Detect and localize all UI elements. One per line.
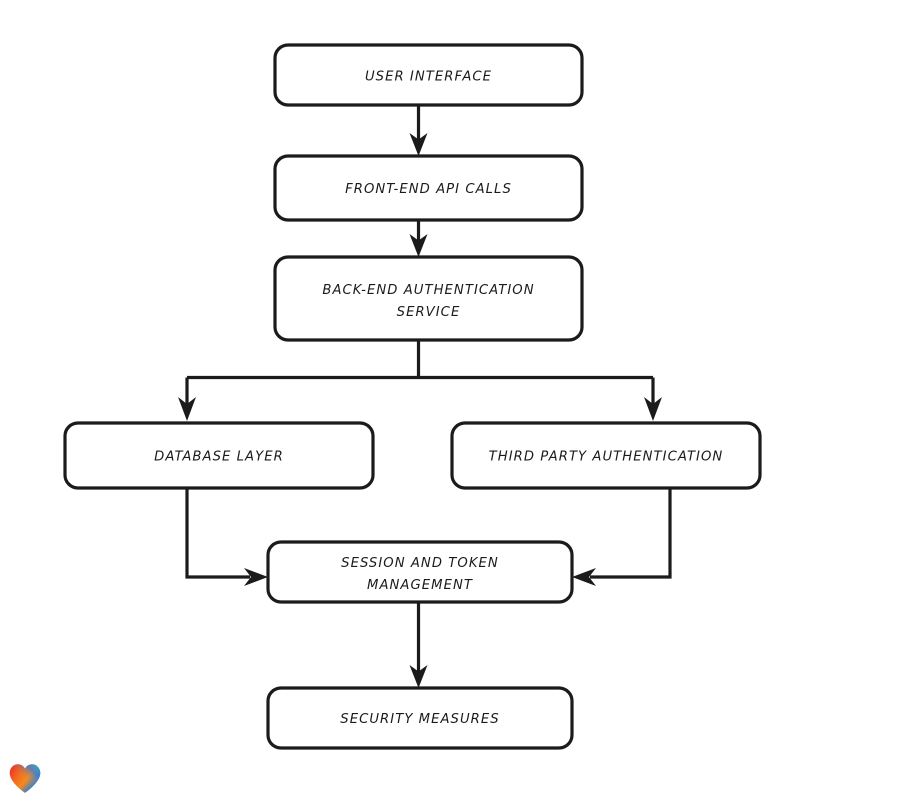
edge-backend-split-bus (187, 340, 653, 380)
node-front-end-api-calls-shape (273, 154, 584, 222)
node-security-measures-label: SECURITY MEASURES (340, 712, 499, 727)
node-user-interface-label: USER INTERFACE (365, 70, 492, 85)
node-third-party-authentication-shape (450, 421, 762, 490)
edge-session-to-security (409, 602, 428, 688)
node-security-measures[interactable]: SECURITY MEASURES (266, 686, 574, 750)
node-third-party-authentication[interactable]: THIRD PARTY AUTHENTICATION (450, 421, 762, 490)
edge-database-to-session (185, 488, 268, 586)
edge-api-to-backend (409, 220, 428, 257)
node-database-layer-label: DATABASE LAYER (154, 450, 284, 465)
node-database-layer[interactable]: DATABASE LAYER (63, 421, 375, 490)
node-session-and-token-management-label-line2: MANAGEMENT (367, 578, 473, 593)
node-back-end-authentication-service-label-line2: SERVICE (397, 305, 461, 320)
node-user-interface[interactable]: USER INTERFACE (273, 43, 584, 107)
node-back-end-authentication-service-shape (273, 255, 584, 342)
node-user-interface-shape (273, 43, 584, 107)
node-front-end-api-calls-label: FRONT-END API CALLS (345, 182, 512, 197)
heart-icon-highlight (9, 764, 41, 793)
edge-backend-to-database (178, 377, 196, 421)
edge-thirdparty-to-session (572, 488, 672, 586)
node-back-end-authentication-service-label-line1: BACK-END AUTHENTICATION (322, 283, 534, 298)
node-security-measures-shape (266, 686, 574, 750)
node-third-party-authentication-label: THIRD PARTY AUTHENTICATION (489, 450, 724, 465)
edge-backend-to-thirdparty (644, 377, 662, 421)
node-front-end-api-calls[interactable]: FRONT-END API CALLS (273, 154, 584, 222)
edge-ui-to-api (409, 105, 428, 156)
node-database-layer-shape (63, 421, 375, 490)
node-session-and-token-management-label-line1: SESSION AND TOKEN (341, 556, 499, 571)
node-back-end-authentication-service[interactable]: BACK-END AUTHENTICATION SERVICE (273, 255, 584, 342)
node-session-and-token-management[interactable]: SESSION AND TOKEN MANAGEMENT (266, 540, 574, 604)
heart-icon (9, 764, 41, 793)
node-session-and-token-management-shape (266, 540, 574, 604)
